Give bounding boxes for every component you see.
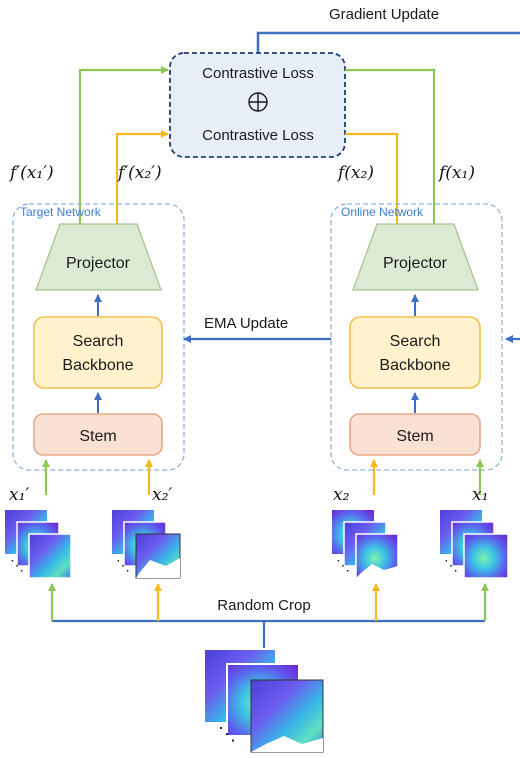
online-search-backbone bbox=[349, 316, 481, 389]
target-backbone-label-line1: Search bbox=[73, 333, 124, 350]
target-stem bbox=[33, 413, 163, 456]
target-network-title: Target Network bbox=[20, 205, 102, 219]
svg-text:⋱: ⋱ bbox=[444, 557, 458, 573]
online-projector-label: Projector bbox=[383, 255, 448, 272]
random-crop-label: Random Crop bbox=[217, 597, 310, 614]
sum-operator-icon bbox=[248, 92, 268, 112]
target-search-backbone bbox=[33, 316, 163, 389]
target-green-output-path bbox=[78, 66, 169, 224]
target-yellow-input-label: x₂′ bbox=[152, 485, 172, 505]
target-green-output-label: f′(x₁′) bbox=[8, 163, 54, 183]
online-network-title: Online Network bbox=[341, 205, 424, 219]
online-green-output-path bbox=[345, 68, 436, 224]
online-green-output-label: f(x₁) bbox=[437, 163, 475, 183]
svg-text:⋱: ⋱ bbox=[10, 557, 24, 573]
source-image-stack: ⋱ bbox=[205, 650, 324, 753]
online-yellow-input-label: x₂ bbox=[333, 485, 350, 505]
view-x1-prime-stack: ⋱ bbox=[5, 510, 72, 579]
view-x1-stack: ⋱ bbox=[440, 510, 509, 579]
ema-update-label: EMA Update bbox=[204, 315, 288, 332]
contrastive-loss-bottom-label: Contrastive Loss bbox=[202, 127, 314, 144]
online-projector bbox=[352, 223, 479, 291]
target-projector bbox=[35, 223, 162, 291]
gradient-update-label: Gradient Update bbox=[329, 6, 439, 23]
gradient-update-line bbox=[256, 31, 520, 55]
target-green-input-label: x₁′ bbox=[9, 485, 29, 505]
online-yellow-output-label: f(x₂) bbox=[336, 163, 374, 183]
target-backbone-label-line2: Backbone bbox=[62, 357, 133, 374]
online-green-input-label: x₁ bbox=[472, 485, 488, 505]
online-stem bbox=[349, 413, 481, 456]
online-backbone-label-line1: Search bbox=[390, 333, 441, 350]
contrastive-loss-top-label: Contrastive Loss bbox=[202, 65, 314, 82]
target-yellow-output-path bbox=[115, 130, 169, 224]
view-x2-prime-stack: ⋱ bbox=[112, 510, 181, 579]
svg-text:⋱: ⋱ bbox=[218, 724, 236, 744]
target-projector-label: Projector bbox=[66, 255, 131, 272]
online-stem-label: Stem bbox=[396, 428, 433, 445]
target-yellow-output-label: f′(x₂′) bbox=[116, 163, 162, 183]
svg-text:⋱: ⋱ bbox=[116, 557, 130, 573]
online-backbone-label-line2: Backbone bbox=[379, 357, 450, 374]
target-stem-label: Stem bbox=[79, 428, 116, 445]
view-x2-stack: ⋱ bbox=[332, 510, 399, 579]
online-yellow-output-path bbox=[345, 132, 399, 224]
svg-text:⋱: ⋱ bbox=[336, 557, 350, 573]
online-network-frame bbox=[330, 203, 503, 471]
